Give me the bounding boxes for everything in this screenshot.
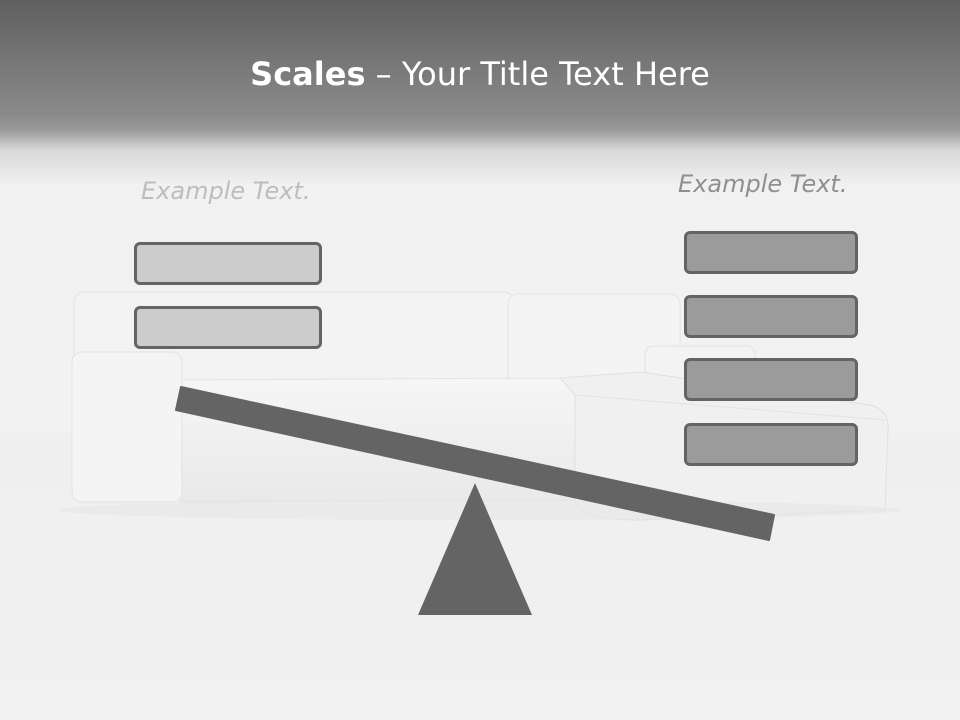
scale-beam [175, 386, 775, 541]
right-box-1 [684, 231, 858, 274]
left-label: Example Text. [141, 177, 311, 205]
title-bold: Scales [250, 55, 366, 93]
title-rest: – Your Title Text Here [365, 55, 710, 93]
right-box-3 [684, 358, 858, 401]
right-label: Example Text. [678, 170, 848, 198]
left-box-1 [134, 242, 322, 285]
right-box-2 [684, 295, 858, 338]
right-box-4 [684, 423, 858, 466]
slide-title: Scales – Your Title Text Here [0, 52, 960, 96]
left-box-2 [134, 306, 322, 349]
scale-fulcrum [418, 483, 532, 615]
